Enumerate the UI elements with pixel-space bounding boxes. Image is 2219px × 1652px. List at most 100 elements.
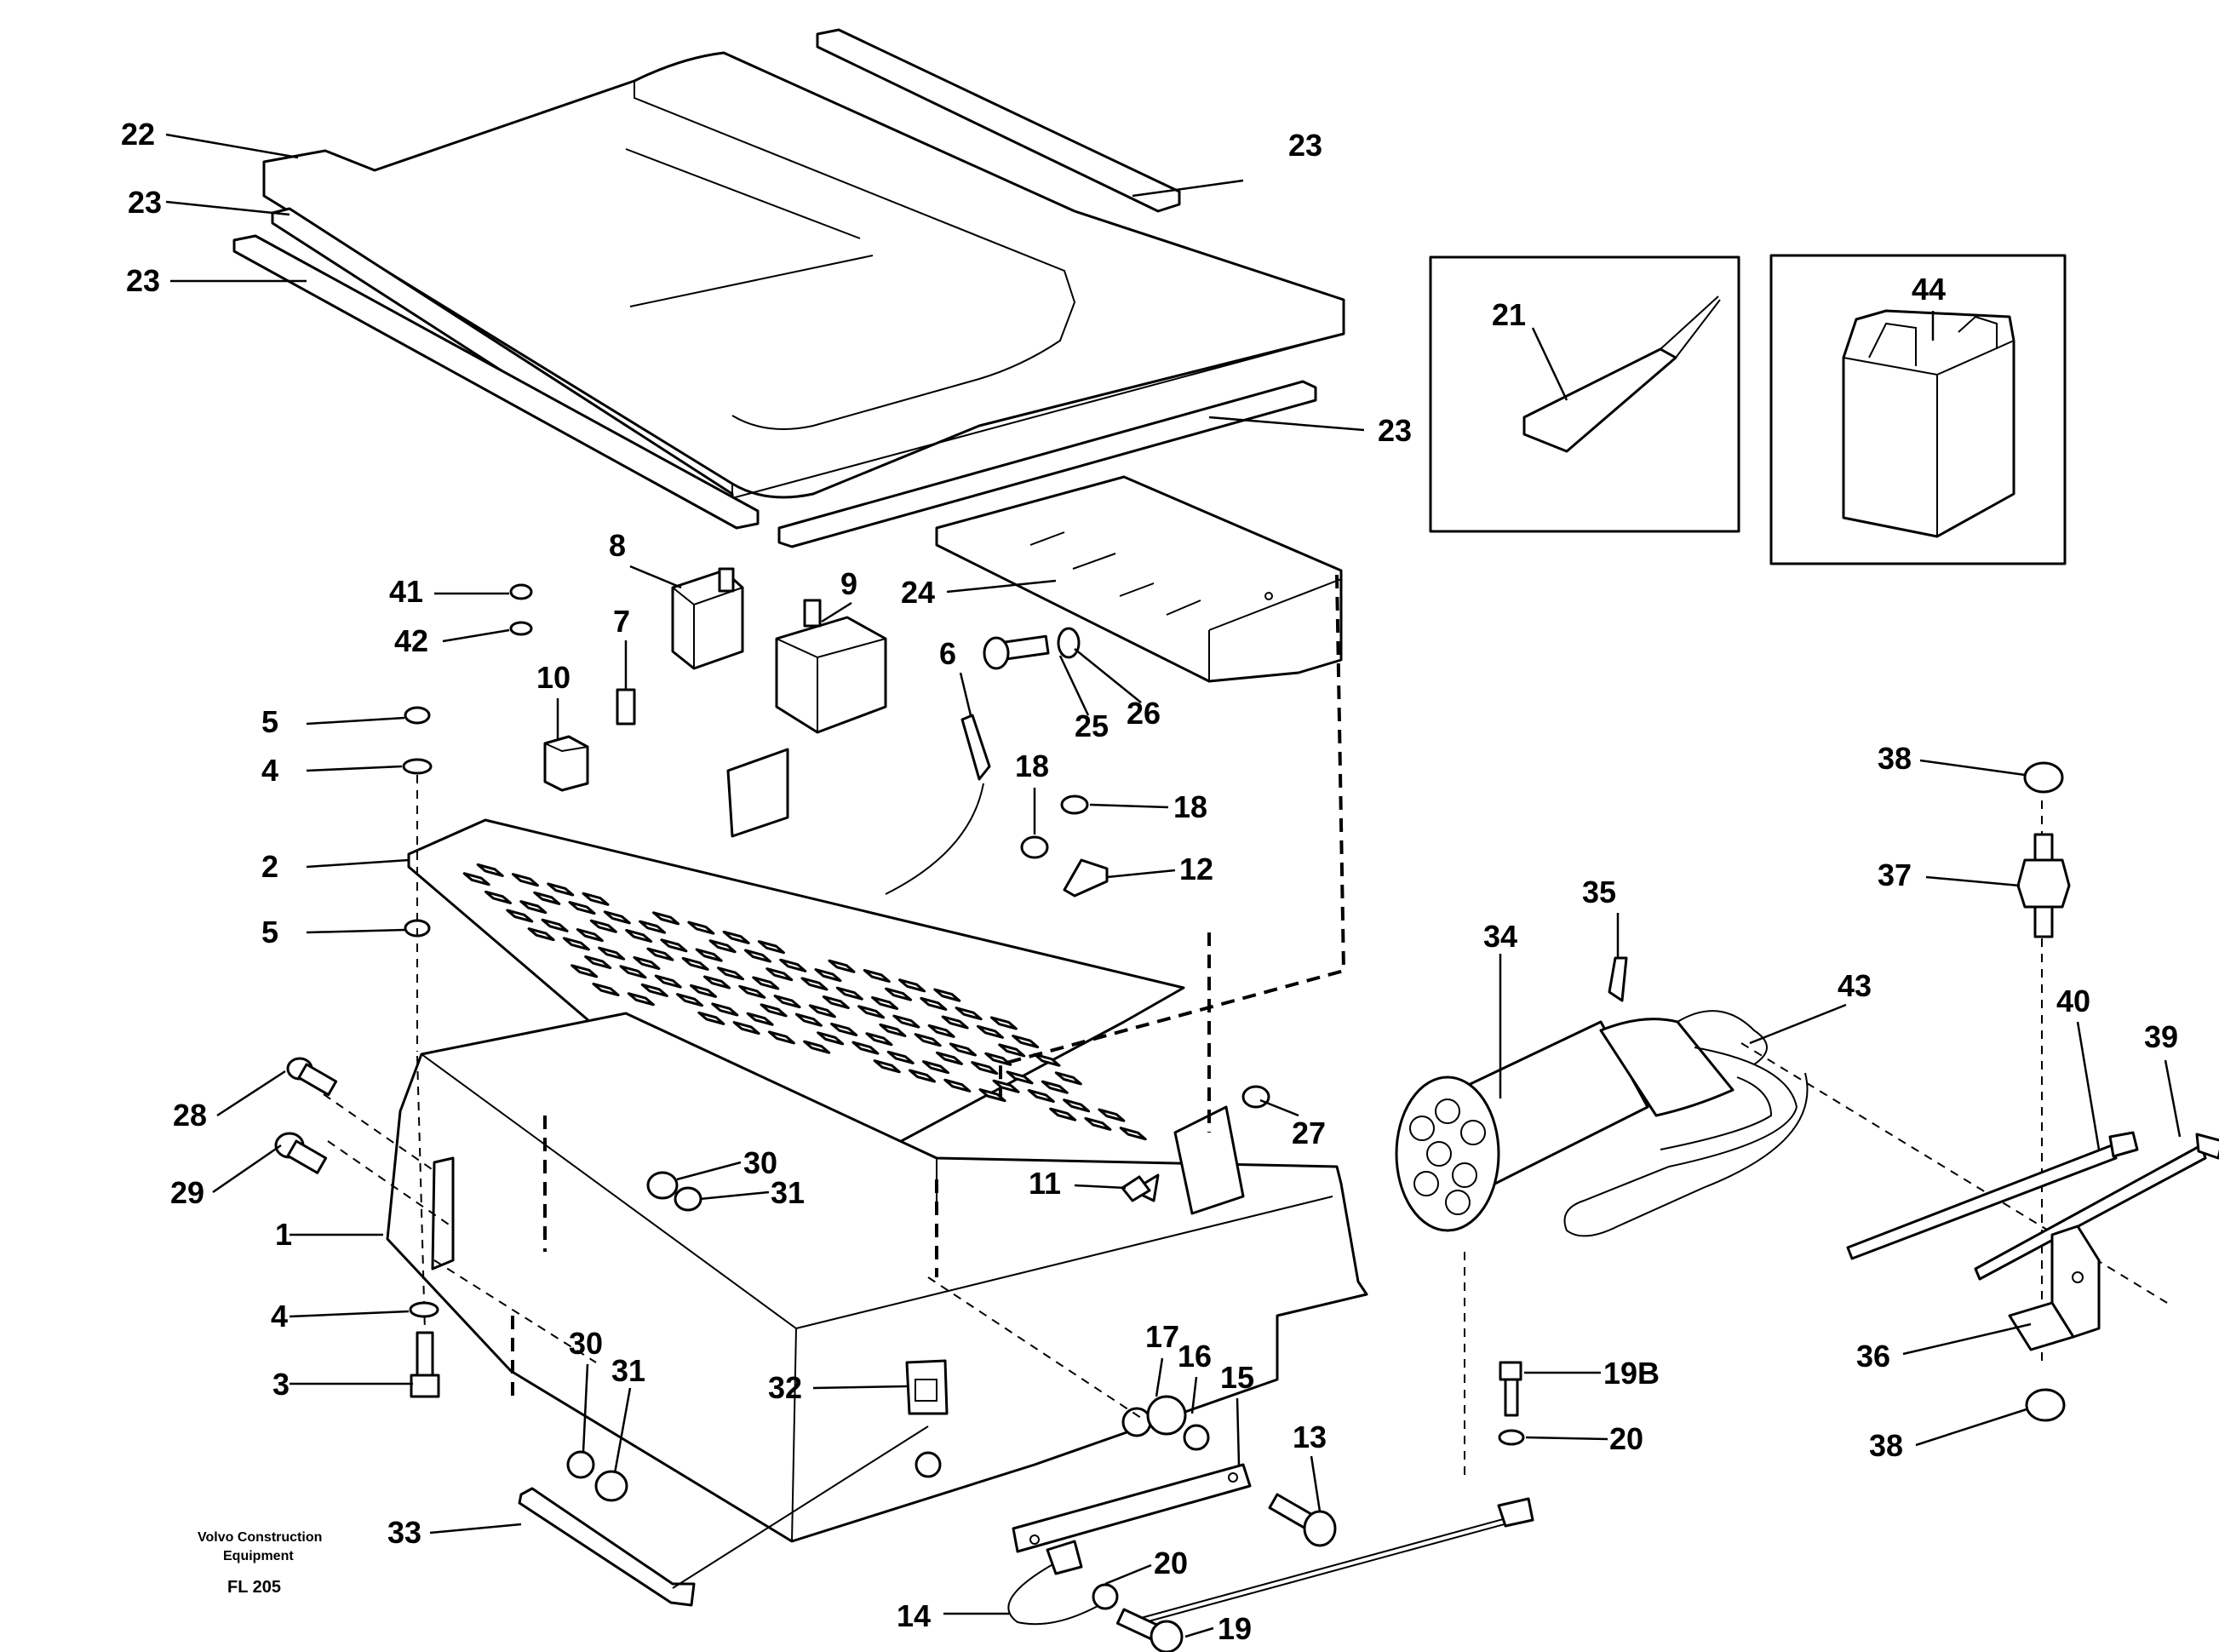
fuse-7 [616, 688, 636, 726]
washer-4-upper [402, 758, 433, 775]
leader-line [1310, 1455, 1322, 1512]
board-component [681, 956, 709, 971]
cable-tie-40 [1846, 1131, 2139, 1260]
board-component [506, 909, 534, 923]
board-component [562, 937, 590, 951]
board-component [541, 918, 569, 932]
callout-label: 44 [1912, 272, 1946, 307]
housing-1 [386, 1012, 1368, 1543]
callout-label: 33 [387, 1515, 421, 1550]
board-component [830, 1022, 858, 1037]
sealant-box [1429, 255, 1740, 533]
strap-15 [1012, 1463, 1252, 1553]
callout-label: 23 [1288, 128, 1322, 163]
board-component [711, 1002, 739, 1017]
relay-9 [775, 599, 887, 734]
bolt-29 [274, 1132, 328, 1174]
board-component [1006, 1070, 1034, 1085]
callout-label: 37 [1878, 858, 1912, 892]
board-component [886, 1050, 915, 1064]
callout-label: 4 [271, 1299, 288, 1334]
leader-line [1104, 1563, 1152, 1586]
cable-tie-39 [1974, 1133, 2219, 1281]
board-component [485, 890, 512, 904]
board-component [533, 891, 561, 905]
nut-18-right [1060, 794, 1089, 815]
leader-line [959, 672, 972, 716]
board-component [571, 964, 599, 978]
nut-41 [509, 583, 533, 600]
callout-label: 13 [1293, 1420, 1327, 1454]
leader-line [1106, 869, 1176, 879]
leader-line [442, 628, 510, 643]
nut-31-upper [674, 1186, 702, 1212]
board-component [949, 1042, 977, 1057]
callout-label: 11 [1029, 1166, 1061, 1201]
board-component [971, 1061, 999, 1076]
board-component [676, 993, 704, 1007]
board-component [955, 1007, 983, 1021]
board-component [527, 927, 555, 942]
figure-code: FL 205 [227, 1578, 281, 1597]
leader-line [1074, 1184, 1127, 1190]
board-component [1119, 1127, 1147, 1141]
callout-label: 5 [261, 704, 278, 739]
board-component [817, 1031, 845, 1046]
callout-label: 35 [1582, 875, 1616, 909]
callout-label: 8 [609, 528, 626, 563]
callout-label: 21 [1492, 297, 1526, 332]
board-component [738, 984, 766, 999]
callout-label: 15 [1220, 1360, 1254, 1395]
callout-label: 25 [1075, 708, 1109, 743]
board-component [640, 983, 668, 997]
board-component [708, 939, 737, 954]
callout-label: 5 [261, 915, 278, 949]
board-component [914, 1033, 942, 1047]
callout-label: 23 [1378, 413, 1412, 448]
board-component [511, 873, 539, 887]
board-component [716, 967, 744, 981]
leader-line [165, 200, 290, 216]
nut-38-bottom [2025, 1388, 2066, 1422]
board-component [879, 1023, 907, 1037]
callout-label: 36 [1856, 1339, 1890, 1374]
board-component [803, 1040, 831, 1054]
leader-line [1925, 875, 2021, 887]
leader-line [821, 601, 852, 623]
leader-line [1074, 648, 1142, 703]
rubber-mount-37 [2016, 833, 2071, 938]
callout-label: 26 [1127, 696, 1161, 731]
leader-line [216, 1070, 286, 1117]
board-component [767, 1030, 795, 1045]
board-component [920, 996, 948, 1011]
board-component [800, 977, 829, 991]
board-component [1012, 1035, 1040, 1049]
washer-42 [509, 621, 533, 636]
board-component [898, 978, 926, 993]
leader-line [699, 1190, 770, 1201]
callout-label: 3 [272, 1367, 290, 1402]
seal-strip-23-left-lower [232, 234, 760, 530]
board-component [633, 955, 661, 971]
board-component [976, 1024, 1004, 1039]
board-component [695, 948, 723, 962]
clip-11 [1121, 1175, 1151, 1202]
leader-line [1531, 327, 1568, 401]
circuit-board-2 [407, 748, 1185, 1192]
callout-label: 43 [1838, 968, 1872, 1003]
board-component [984, 1052, 1012, 1066]
board-component [603, 910, 631, 925]
board-component [743, 949, 771, 963]
board-component [589, 919, 617, 933]
callout-label: 31 [771, 1175, 805, 1210]
board-component [794, 1012, 823, 1027]
leader-line [946, 579, 1057, 594]
leader-line [1259, 1098, 1299, 1117]
board-component [857, 1005, 886, 1019]
board-component [760, 1003, 788, 1018]
leader-line [1058, 655, 1090, 716]
callout-label: 2 [261, 849, 278, 884]
credit-company: Volvo Construction [198, 1530, 322, 1545]
board-component [998, 1043, 1026, 1058]
